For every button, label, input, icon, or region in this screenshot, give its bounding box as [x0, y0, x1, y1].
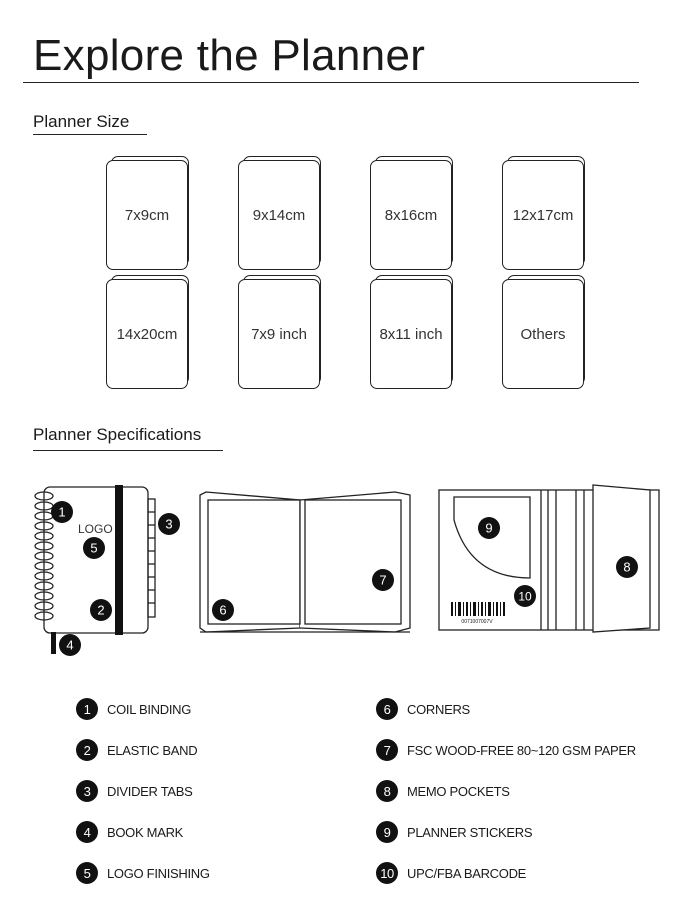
barcode-text: 0071007007V [461, 619, 493, 625]
callout-marker [158, 513, 180, 535]
divider-tabs [147, 498, 156, 618]
size-card: 12x17cm [502, 156, 585, 270]
size-card: 8x11 inch [370, 275, 453, 389]
legend-item: 6 CORNERS [376, 697, 470, 721]
elastic-band [115, 485, 123, 635]
legend-label: UPC/FBA BARCODE [407, 865, 527, 881]
barcode [451, 602, 505, 616]
legend-item: 10 UPC/FBA BARCODE [376, 861, 526, 885]
callout-number: 5 [90, 541, 97, 556]
book-mark-ribbon [51, 632, 56, 654]
callout-number: 1 [58, 505, 65, 520]
size-card: 9x14cm [238, 156, 321, 270]
legend-number: 5 [76, 862, 98, 884]
callout-number: 3 [165, 517, 172, 532]
legend-item: 3 DIVIDER TABS [76, 779, 193, 803]
legend-number: 1 [76, 698, 98, 720]
legend-number: 6 [376, 698, 398, 720]
legend-item: 4 BOOK MARK [76, 820, 183, 844]
legend-number: 2 [76, 739, 98, 761]
legend-label: DIVIDER TABS [107, 783, 193, 799]
planner-size-underline [33, 134, 147, 135]
callout-number: 2 [97, 603, 104, 618]
size-card: 7x9cm [106, 156, 189, 270]
legend-label: FSC WOOD-FREE 80~120 GSM PAPER [407, 742, 636, 758]
callout-number: 6 [219, 603, 226, 618]
planner-spec-diagram: 0071007007V LOGO 1 2 3 4 5 6 7 8 9 10 [34, 484, 660, 656]
callout-marker [83, 537, 105, 559]
legend-label: BOOK MARK [107, 824, 184, 840]
logo-text: LOGO [78, 522, 113, 536]
callout-number: 8 [623, 560, 630, 575]
size-card-wrapper: Others [502, 275, 585, 389]
size-card: 8x16cm [370, 156, 453, 270]
planner-size-heading: Planner Size [33, 112, 130, 131]
legend-number: 10 [376, 862, 398, 884]
page-title: Explore the Planner [33, 31, 426, 80]
legend-item: 8 MEMO POCKETS [376, 779, 510, 803]
callout-number: 9 [485, 521, 492, 536]
legend-number: 3 [76, 780, 98, 802]
title-divider [23, 82, 639, 83]
size-card-wrapper: 8x11 inch [370, 275, 453, 389]
planner-specs-heading: Planner Specifications [33, 425, 202, 444]
legend-number: 8 [376, 780, 398, 802]
planner-specs-underline [33, 450, 223, 451]
callout-marker [616, 556, 638, 578]
legend-label: CORNERS [407, 701, 470, 717]
callout-number: 4 [66, 638, 73, 653]
size-card-wrapper: 12x17cm [502, 156, 585, 270]
legend-number: 4 [76, 821, 98, 843]
legend-item: 1 COIL BINDING [76, 697, 191, 721]
legend-label: MEMO POCKETS [407, 783, 510, 799]
callout-marker [90, 599, 112, 621]
size-card-wrapper: 14x20cm [106, 275, 189, 389]
coil-binding [34, 491, 54, 621]
size-card: 14x20cm [106, 275, 189, 389]
size-card-wrapper: 7x9cm [106, 156, 189, 270]
callout-marker [212, 599, 234, 621]
callout-marker [59, 634, 81, 656]
legend-item: 5 LOGO FINISHING [76, 861, 210, 885]
callout-marker [478, 517, 500, 539]
callout-number: 7 [379, 573, 386, 588]
size-card-wrapper: 7x9 inch [238, 275, 321, 389]
callout-marker [51, 501, 73, 523]
legend-label: ELASTIC BAND [107, 742, 198, 758]
size-card-wrapper: 8x16cm [370, 156, 453, 270]
callout-marker [514, 585, 536, 607]
size-card: 7x9 inch [238, 275, 321, 389]
legend-number: 7 [376, 739, 398, 761]
size-card: Others [502, 275, 585, 389]
legend-label: LOGO FINISHING [107, 865, 210, 881]
open-book [199, 491, 411, 633]
legend-item: 9 PLANNER STICKERS [376, 820, 533, 844]
legend-number: 9 [376, 821, 398, 843]
legend-item: 7 FSC WOOD-FREE 80~120 GSM PAPER [376, 738, 636, 762]
callout-number: 10 [518, 590, 532, 604]
legend-label: PLANNER STICKERS [407, 824, 533, 840]
callout-marker [372, 569, 394, 591]
size-card-wrapper: 9x14cm [238, 156, 321, 270]
legend-item: 2 ELASTIC BAND [76, 738, 198, 762]
legend-label: COIL BINDING [107, 701, 192, 717]
